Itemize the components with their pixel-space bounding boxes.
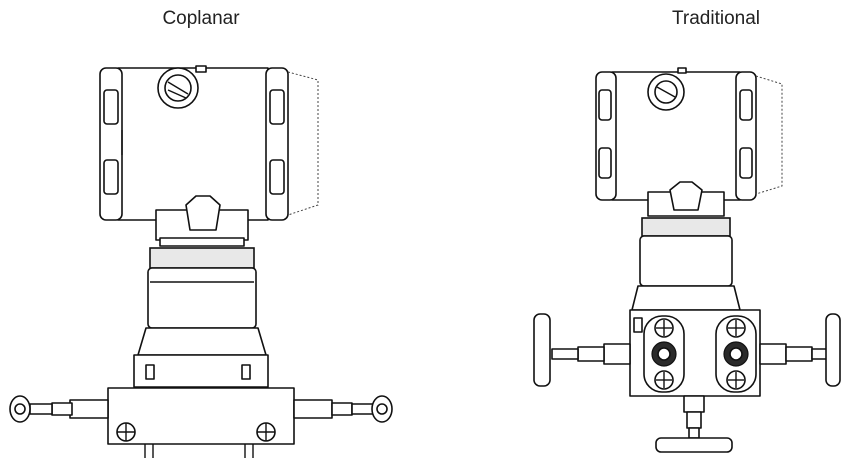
traditional-right-valve — [759, 313, 841, 387]
coplanar-flange — [133, 354, 269, 388]
traditional-label: Traditional — [671, 8, 760, 29]
traditional-manifold — [629, 309, 761, 397]
coplanar-transmitter — [9, 65, 393, 458]
coplanar-housing — [99, 65, 319, 221]
traditional-bottom-valve — [655, 395, 733, 453]
coplanar-label: Coplanar — [162, 8, 240, 29]
traditional-left-valve — [533, 313, 631, 387]
traditional-neck — [647, 181, 725, 217]
coplanar-sensor-module — [137, 247, 267, 356]
traditional-transmitter — [533, 67, 841, 453]
coplanar-right-valve — [293, 395, 393, 423]
coplanar-neck — [155, 195, 249, 247]
coplanar-manifold — [107, 387, 295, 458]
traditional-housing — [595, 67, 783, 201]
traditional-sensor-module — [631, 217, 741, 311]
coplanar-left-valve — [9, 395, 109, 423]
